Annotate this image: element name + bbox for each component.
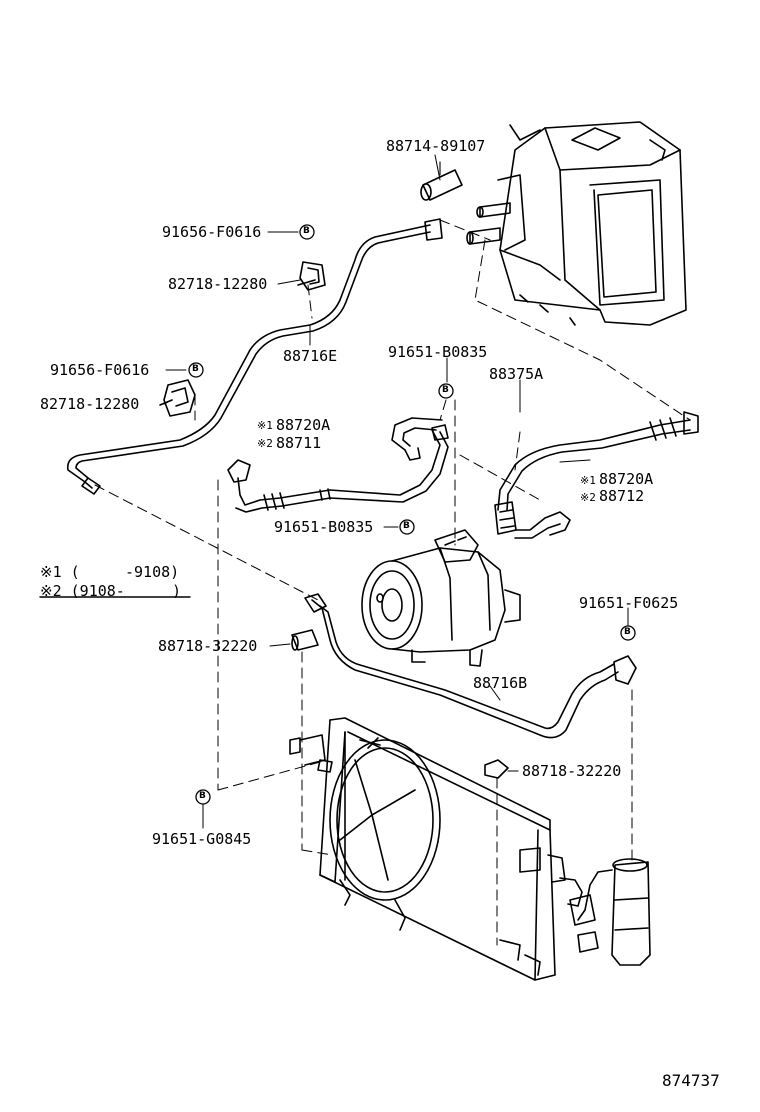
label-88712: 88712 (599, 487, 645, 505)
note-mark-1: ※1 (257, 419, 273, 432)
bolt-circles (188, 224, 636, 805)
evaporator-unit (497, 121, 687, 326)
pipe-connector-left (291, 629, 319, 651)
note-mark-2: ※2 (257, 437, 273, 450)
bolt-symbol: B (192, 364, 199, 374)
label-88716b: 88716B (473, 674, 528, 692)
evaporator-fittings (466, 202, 511, 245)
label-91656-f0616-upper: 91656-F0616 (162, 223, 262, 241)
bolt-symbol: B (442, 385, 449, 395)
clamp-upper (297, 261, 326, 291)
hose-88711 (227, 417, 449, 513)
leader-lines (39, 154, 629, 829)
pipe-connector-right (484, 759, 509, 779)
pipe-88716b (304, 593, 637, 739)
note-1-start: ※1 ( (40, 563, 80, 581)
note-mark-2: ※2 (580, 491, 596, 504)
label-88714-89107: 88714-89107 (386, 137, 486, 155)
pipe-88716e (66, 218, 443, 495)
label-88720a-right: 88720A (599, 470, 654, 488)
bolt-symbol: B (199, 791, 206, 801)
label-88718-32220-left: 88718-32220 (158, 637, 258, 655)
bolt-symbol: B (403, 521, 410, 531)
label-82718-12280-upper: 82718-12280 (168, 275, 268, 293)
diagram-id: 874737 (662, 1071, 720, 1090)
label-91651-b0835-upper: 91651-B0835 (388, 343, 488, 361)
label-91651-f0625: 91651-F0625 (579, 594, 679, 612)
note-1-end: -9108) (125, 563, 180, 581)
fan-shroud (329, 737, 441, 931)
label-88720a-left: 88720A (276, 416, 331, 434)
label-91651-g0845: 91651-G0845 (152, 830, 252, 848)
hose-88712 (494, 411, 699, 539)
expansion-valve (420, 161, 463, 201)
note-2-end: ) (172, 582, 182, 600)
label-91651-b0835-lower: 91651-B0835 (274, 518, 374, 536)
label-91656-f0616-lower: 91656-F0616 (50, 361, 150, 379)
label-82718-12280-lower: 82718-12280 (40, 395, 140, 413)
bolt-symbol: B (624, 627, 631, 637)
bolt-symbol: B (303, 226, 310, 236)
label-88718-32220-right: 88718-32220 (522, 762, 622, 780)
condenser (289, 717, 556, 981)
clamp-lower (159, 379, 196, 417)
receiver-drier (547, 854, 651, 966)
note-2-start: ※2 (9108- (40, 582, 125, 600)
label-88711: 88711 (276, 434, 322, 452)
label-88375a: 88375A (489, 365, 544, 383)
compressor (361, 529, 521, 667)
dashed-lines (94, 219, 691, 946)
label-88716e: 88716E (283, 347, 338, 365)
note-mark-1: ※1 (580, 474, 596, 487)
